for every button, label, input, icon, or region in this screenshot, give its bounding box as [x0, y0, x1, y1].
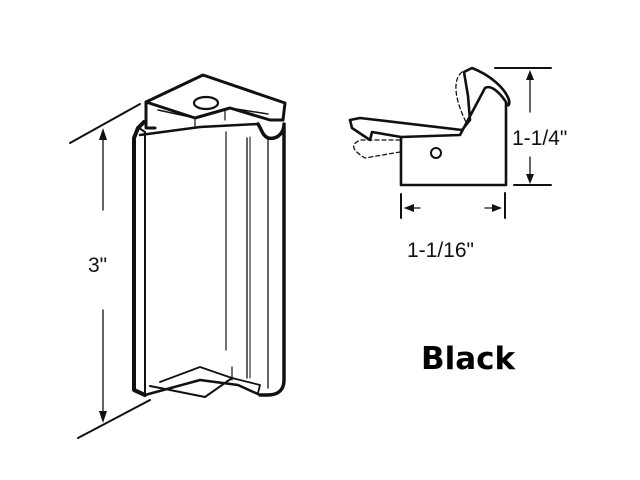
- dimension-width-1-1-16: 1-1/16": [407, 239, 474, 262]
- color-label: Black: [421, 341, 516, 377]
- dimension-height-3: 3": [88, 254, 108, 277]
- perspective-handle: [69, 73, 287, 439]
- dimension-height-1-1-4: 1-1/4": [512, 127, 568, 150]
- side-profile-handle: [348, 66, 552, 219]
